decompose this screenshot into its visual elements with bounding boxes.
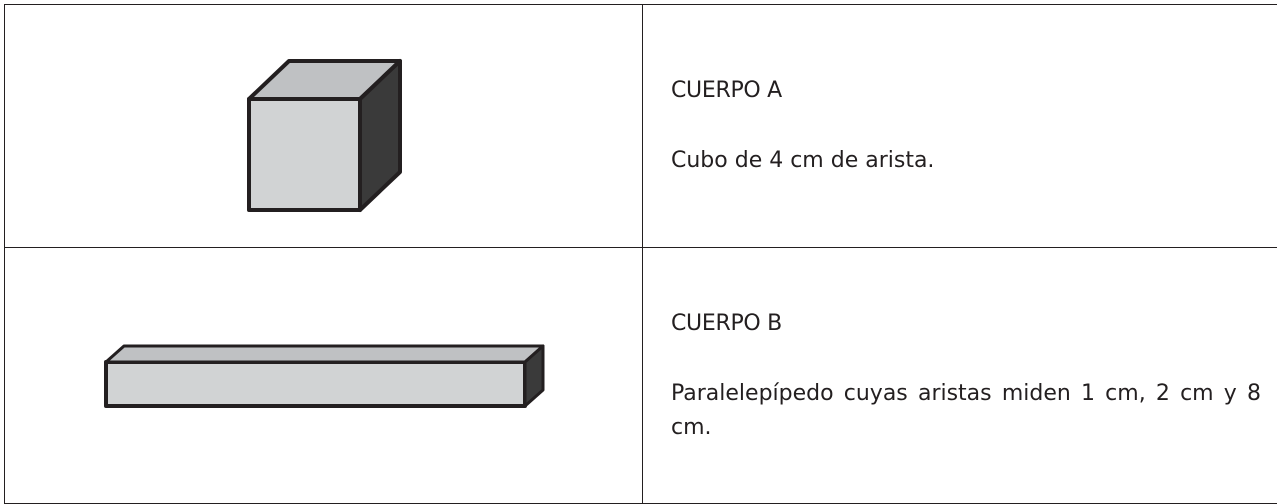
rectangular-prism-icon <box>5 248 642 500</box>
body-b-description: Paralelepípedo cuyas aristas miden 1 cm,… <box>671 377 1261 445</box>
bodies-table: CUERPO A Cubo de 4 cm de arista. CUERPO … <box>4 4 1277 504</box>
table-row-body-b: CUERPO B Paralelepípedo cuyas aristas mi… <box>5 248 1277 504</box>
prism-top-face <box>106 346 543 362</box>
body-a-label: CUERPO A <box>671 74 1261 108</box>
body-a-description: Cubo de 4 cm de arista. <box>671 144 1261 178</box>
figure-cell-b <box>5 248 643 504</box>
description-cell-b: CUERPO B Paralelepípedo cuyas aristas mi… <box>643 248 1277 504</box>
description-cell-a: CUERPO A Cubo de 4 cm de arista. <box>643 5 1277 248</box>
prism-front-face <box>106 362 525 406</box>
table-row-body-a: CUERPO A Cubo de 4 cm de arista. <box>5 5 1277 248</box>
cube-icon <box>5 5 642 245</box>
body-b-label: CUERPO B <box>671 307 1261 341</box>
figure-cell-a <box>5 5 643 248</box>
cube-front-face <box>249 99 360 210</box>
